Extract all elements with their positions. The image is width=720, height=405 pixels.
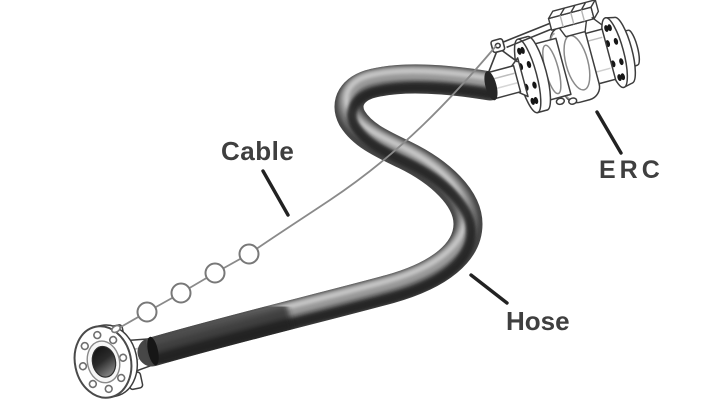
hose-left-end-cut <box>147 336 159 366</box>
cable-float <box>170 282 192 304</box>
erc-label: ERC <box>599 156 664 184</box>
hose-body <box>137 64 505 367</box>
cable-float <box>238 243 260 265</box>
hose-label: Hose <box>506 306 570 336</box>
cable-float <box>136 301 158 323</box>
cable-end-link <box>111 324 121 334</box>
erc-bottom-lug <box>555 97 566 106</box>
erc-release-arm <box>487 22 552 75</box>
erc-bottom-lug <box>568 97 578 105</box>
erc-tie-rod <box>501 49 519 63</box>
cable-assembly <box>111 45 497 334</box>
erc-coupling <box>485 0 641 114</box>
erc-left-flange-pair <box>513 35 552 114</box>
cable-label: Cable <box>221 136 295 166</box>
cable-float <box>204 262 226 284</box>
cable-leader-line <box>261 169 290 217</box>
hose-right-end-cut <box>484 71 498 101</box>
erc-right-tie <box>591 16 603 26</box>
erc-right-flange <box>601 16 637 89</box>
erc-tie-rod <box>487 51 498 75</box>
hose-leader-line <box>469 273 509 305</box>
leader-lines <box>261 110 623 305</box>
erc-release-box <box>547 0 603 38</box>
left-flange-bore <box>91 345 117 378</box>
erc-left-flange-bolt-holes <box>517 46 539 105</box>
erc-leader-line <box>595 110 623 155</box>
